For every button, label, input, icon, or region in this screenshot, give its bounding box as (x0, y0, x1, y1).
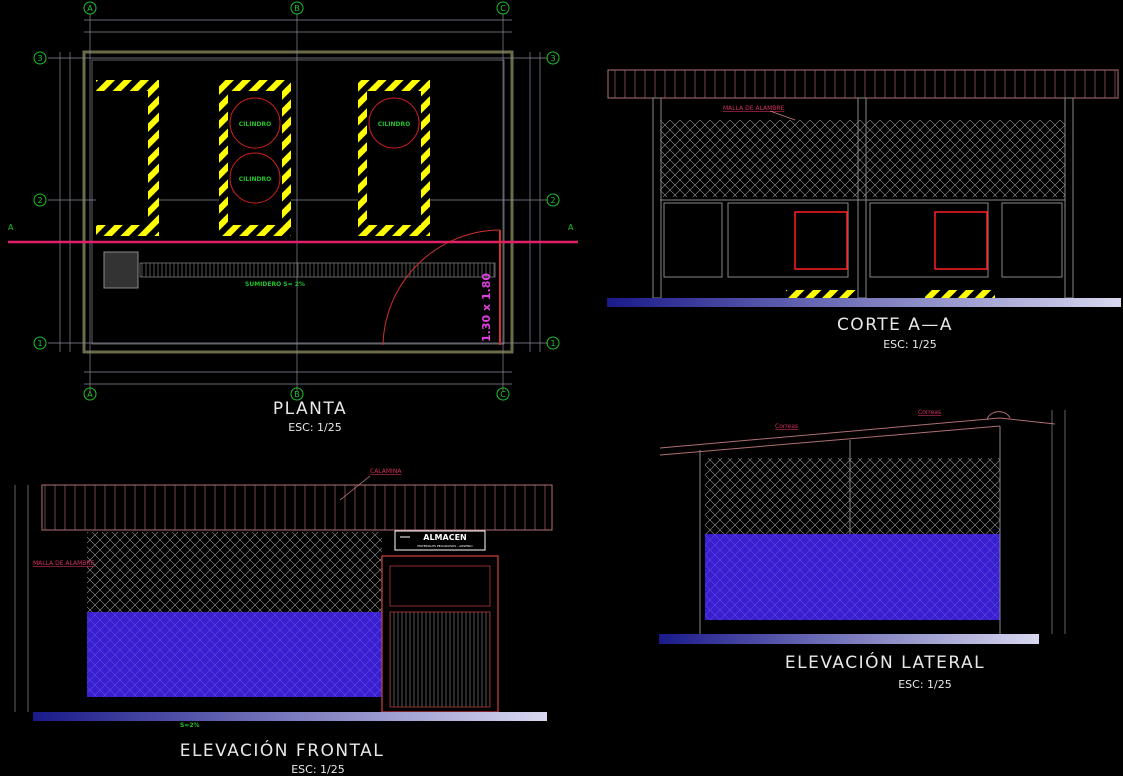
section-ground (607, 298, 1121, 307)
axis-bubble-top-A: A (83, 1, 97, 15)
section-wire-mesh (660, 120, 1065, 197)
svg-text:CILINDRO: CILINDRO (239, 176, 271, 183)
axis-bubble-right-2: 2 (546, 193, 560, 207)
side-frame (699, 426, 1001, 634)
axis-bubble-bottom-A: A (83, 387, 97, 401)
svg-text:CILINDRO: CILINDRO (378, 121, 410, 128)
sign-subtitle: MATERIALES PELIGROSOS - ARSENIO (417, 544, 473, 548)
section-cylinder-rack-2 (934, 211, 988, 270)
section-frame (652, 97, 1074, 299)
svg-text:C: C (500, 390, 506, 399)
cylinder-2: CILINDRO (229, 152, 281, 204)
hazard-bay-2 (219, 80, 291, 236)
front-lower-panel (87, 612, 382, 697)
svg-text:3: 3 (37, 54, 42, 63)
side-purlin-label-1: Correas (775, 423, 798, 430)
section-hazard-strip-1 (786, 290, 856, 298)
front-roof (41, 484, 553, 531)
side-scale: ESC: 1/25 (898, 678, 952, 691)
front-roof-label: CALAMINA (370, 468, 402, 475)
front-scale: ESC: 1/25 (291, 763, 345, 776)
front-elevation-view: ALMACEN MATERIALES PELIGROSOS - ARSENIO … (14, 468, 553, 776)
axis-bubble-right-1: 1 (546, 336, 560, 350)
door-size-label: 1.30 x 1.80 (480, 273, 493, 342)
svg-text:CILINDRO: CILINDRO (239, 121, 271, 128)
plan-view: A B C A B C 3 2 1 3 2 1 CILINDRO CILINDR… (8, 1, 578, 434)
section-scale: ESC: 1/25 (883, 338, 937, 351)
side-lower-panel (705, 534, 1000, 620)
svg-text:1: 1 (550, 339, 555, 348)
hazard-bay-1 (96, 80, 159, 236)
front-title: ELEVACIÓN FRONTAL (180, 739, 385, 761)
store-sign: ALMACEN MATERIALES PELIGROSOS - ARSENIO (394, 530, 486, 551)
side-purlin-label-2: Correas (918, 409, 941, 416)
axis-bubble-right-3: 3 (546, 51, 560, 65)
plan-scale: ESC: 1/25 (288, 421, 342, 434)
plan-outer-wall (82, 50, 514, 354)
svg-text:3: 3 (550, 54, 555, 63)
section-mesh-label: MALLA DE ALAMBRE (723, 105, 785, 112)
front-slope-label: S=2% (180, 722, 200, 729)
section-title: CORTE A—A (837, 315, 953, 335)
side-roof (659, 417, 1056, 449)
cylinder-3: CILINDRO (368, 97, 420, 149)
door-swing-arc (382, 229, 501, 346)
svg-text:B: B (294, 4, 300, 13)
front-wire-mesh (87, 532, 382, 612)
plan-dimension-lines (48, 14, 548, 392)
axis-bubble-left-2: 2 (33, 193, 47, 207)
svg-text:1: 1 (37, 339, 42, 348)
front-mesh-label: MALLA DE ALAMBRE (33, 560, 95, 567)
svg-text:A: A (87, 4, 93, 13)
axis-bubble-top-C: C (496, 1, 510, 15)
section-cylinder-rack-1 (794, 211, 848, 270)
axis-bubble-bottom-C: C (496, 387, 510, 401)
drain-box (103, 251, 139, 289)
drain-label: SUMIDERO S= 2% (245, 281, 305, 288)
axis-bubble-bottom-B: B (290, 387, 304, 401)
svg-text:2: 2 (550, 196, 555, 205)
axis-bubble-left-1: 1 (33, 336, 47, 350)
side-title: ELEVACIÓN LATERAL (785, 651, 985, 673)
plan-title: PLANTA (273, 399, 347, 419)
front-ground (33, 712, 547, 721)
drain-channel (139, 262, 496, 278)
hazard-bay-3 (358, 80, 430, 236)
section-hazard-strip-2 (925, 290, 995, 298)
axis-bubble-left-3: 3 (33, 51, 47, 65)
cylinder-1: CILINDRO (229, 97, 281, 149)
sign-title: ALMACEN (423, 533, 466, 542)
section-mark-right: A (568, 223, 574, 232)
svg-text:B: B (294, 390, 300, 399)
section-mark-left: A (8, 223, 14, 232)
side-wire-mesh (705, 458, 1000, 534)
svg-text:C: C (500, 4, 506, 13)
section-roof (607, 69, 1119, 99)
side-ground (659, 634, 1039, 644)
svg-text:A: A (87, 390, 93, 399)
svg-text:2: 2 (37, 196, 42, 205)
side-elevation-view: Correas Correas ELEVACIÓN LATERAL ESC: 1… (659, 409, 1066, 691)
axis-bubble-top-B: B (290, 1, 304, 15)
section-view: MALLA DE ALAMBRE CORTE A—A ESC: 1/25 (607, 69, 1121, 351)
